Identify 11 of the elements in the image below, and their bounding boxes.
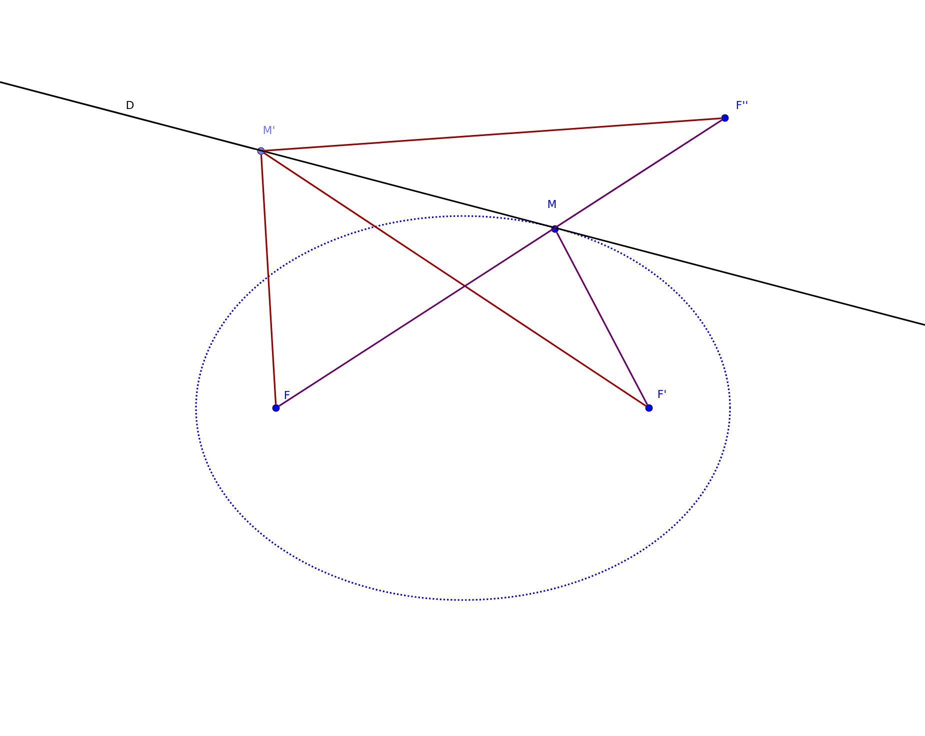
line-label: D — [126, 101, 134, 109]
point-label: M' — [264, 126, 274, 134]
segment — [264, 152, 646, 407]
point-label: F'' — [736, 101, 748, 109]
point-label: F' — [658, 390, 666, 398]
point-label: M — [548, 200, 556, 208]
segment — [556, 232, 648, 406]
point-label: F — [284, 391, 290, 400]
segment — [278, 119, 722, 407]
segment — [260, 154, 277, 404]
segment — [264, 117, 722, 152]
